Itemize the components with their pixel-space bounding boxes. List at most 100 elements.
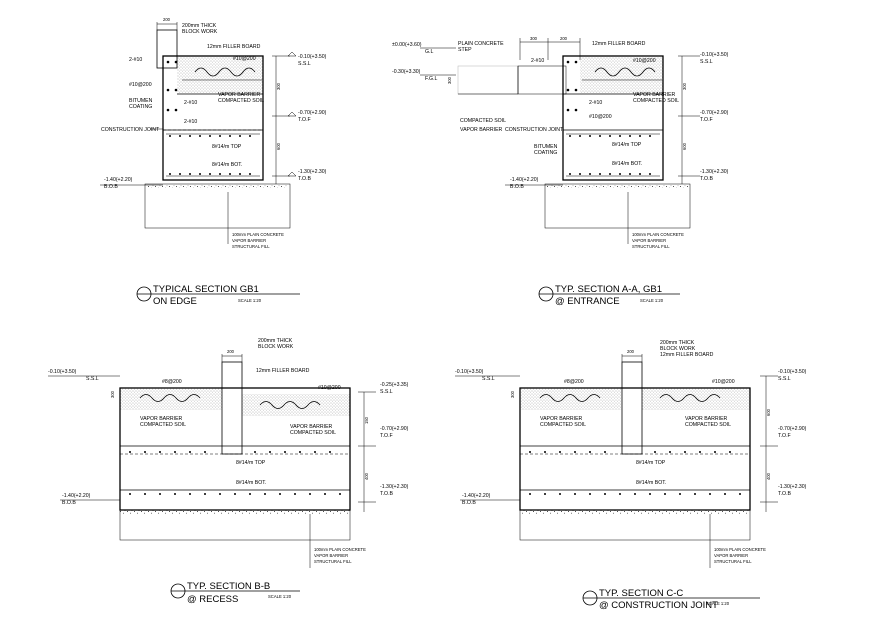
ground-fill [519,509,751,541]
dim-label: 300 [276,82,281,90]
level-tag: T.O.F [298,117,311,123]
level-tag: B.O.B [510,184,524,190]
scale-label: SCALE 1:20 [706,601,730,606]
beam-top-label: 8#14/m TOP [212,144,242,150]
rebar-label: 2-#10 [184,100,197,106]
compacted-label: COMPACTED SOIL [460,118,506,124]
level-bob: -1.40(+2.20) [510,177,539,183]
level-tag: T.O.B [380,491,394,497]
beam-dots [129,451,341,495]
level-tof: -0.70(+2.90) [778,426,807,432]
section-title: TYP. SECTION A-A, GB1 [555,284,662,295]
fill-notes: 100mm PLAIN CONCRETE VAPOR BARRIER STRUC… [714,547,767,564]
level-tag: S.S.L [700,59,713,65]
step-label: PLAIN CONCRETE STEP [458,41,505,53]
dim-label: 300 [682,82,687,90]
scale-label: SCALE 1:20 [640,298,664,303]
section-subtitle: @ RECESS [187,594,238,605]
rebar-label: #10@200 [633,58,656,64]
level-tag: S.S.L [778,376,791,382]
dim-label: 300 [447,76,452,84]
level-ssl: -0.10(+3.50) [700,52,729,58]
level-tob: -1.30(+2.30) [298,169,327,175]
rebar-label: #10@200 [589,114,612,120]
rebar-label: #8@200 [564,379,584,385]
wall-dim: 200 [627,349,635,354]
level-tag: S.S.L [86,376,99,382]
wall-label: 200mm THICK BLOCK WORK [258,338,294,350]
beam-top-label: 8#14/m TOP [236,460,266,466]
level-tag: S.S.L [298,61,311,67]
level-tag: G.L [425,49,433,55]
level-bob: -1.40(+2.20) [104,177,133,183]
rebar-label: #10@200 [712,379,735,385]
wall-dim: 200 [227,349,235,354]
rebar-label: 2-#10 [589,100,602,106]
level-tag: T.O.B [298,176,312,182]
filler-label: 12mm FILLER BOARD [592,41,646,47]
vapor-label: VAPOR BARRIER COMPACTED SOIL [685,416,731,428]
block-wall [621,361,643,455]
level-tag: T.O.F [700,117,713,123]
wall-label: 200mm THICK BLOCK WORK [182,23,218,35]
beam-bot-label: 8#14/m BOT. [236,480,266,486]
vapor-label: VAPOR BARRIER COMPACTED SOIL [140,416,186,428]
scale-label: SCALE 1:20 [268,594,292,599]
level-tag: B.O.B [462,500,476,506]
rebar-label: 2-#10 [184,119,197,125]
fill-notes: 100mm PLAIN CONCRETE VAPOR BARRIER STRUC… [314,547,367,564]
level-ssl: -0.10(+3.50) [48,369,77,375]
ground-fill [144,183,291,229]
level-tag: F.G.L [425,76,438,82]
dim-label: 200 [560,36,568,41]
filler-label: 12mm FILLER BOARD [256,368,310,374]
section-subtitle: @ ENTRANCE [555,296,620,307]
level-tob: -1.30(+2.30) [380,484,409,490]
level-tag: B.O.B [62,500,76,506]
level-tag: T.O.B [700,176,714,182]
dim-label: 400 [364,472,369,480]
bitumen-label: BITUMEN COATING [129,98,154,110]
beam-bot-label: 8#14/m BOT. [212,162,242,168]
beam-dots [569,135,651,175]
dim-label: 300 [510,390,515,398]
section-b-b-recess: 200 200mm THICK BLOCK WORK 12mm FILLER B… [48,338,409,605]
section-c-c-construction-joint: 200 200mm THICK BLOCK WORK 12mm FILLER B… [455,340,807,611]
level-tag: S.S.L [380,389,393,395]
block-wall [221,361,243,455]
section-title: TYPICAL SECTION GB1 [153,284,259,295]
ground-fill [544,183,691,229]
beam-top-dots [169,135,251,175]
level-gl: ±0.00(+3.60) [392,42,422,48]
fill-notes: 100mm PLAIN CONCRETE VAPOR BARRIER STRUC… [632,232,685,249]
level-tag: S.S.L [482,376,495,382]
level-tof: -0.70(+2.90) [298,110,327,116]
wall-label: 200mm THICK BLOCK WORK 12mm FILLER BOARD [660,340,714,358]
rebar-label: 2-#10 [129,57,142,63]
beam-dots [529,451,741,495]
joint-label: CONSTRUCTION JOINT [505,127,564,133]
level-ssl: -0.10(+3.50) [778,369,807,375]
level-fgl: -0.30(+3.30) [392,69,421,75]
beam-bot-label: 8#14/m BOT. [612,161,642,167]
rebar-dots [566,60,578,112]
vapor-label: VAPOR BARRIER COMPACTED SOIL [540,416,586,428]
level-tag: T.O.F [778,433,791,439]
section-subtitle: @ CONSTRUCTION JOINT [599,600,718,611]
bitumen-label: BITUMEN COATING [534,144,559,156]
level-tof: -0.70(+2.90) [380,426,409,432]
level-tob: -1.30(+2.30) [778,484,807,490]
plain-concrete-step [457,65,519,95]
dim-label: 150 [364,416,369,424]
level-ssl: -0.25(+3.35) [380,382,409,388]
level-bob: -1.40(+2.20) [462,493,491,499]
vapor-label: VAPOR BARRIER COMPACTED SOIL [218,92,264,104]
rebar-label: #10@200 [233,56,256,62]
beam-bot-label: 8#14/m BOT. [636,480,666,486]
rebar-label: 2-#10 [531,58,544,64]
level-tag: T.O.B [778,491,792,497]
section-subtitle: ON EDGE [153,296,197,307]
slab [177,56,263,94]
section-gb1-on-edge: 200 200mm THICK BLOCK WORK 12mm FILLER B… [100,17,327,307]
